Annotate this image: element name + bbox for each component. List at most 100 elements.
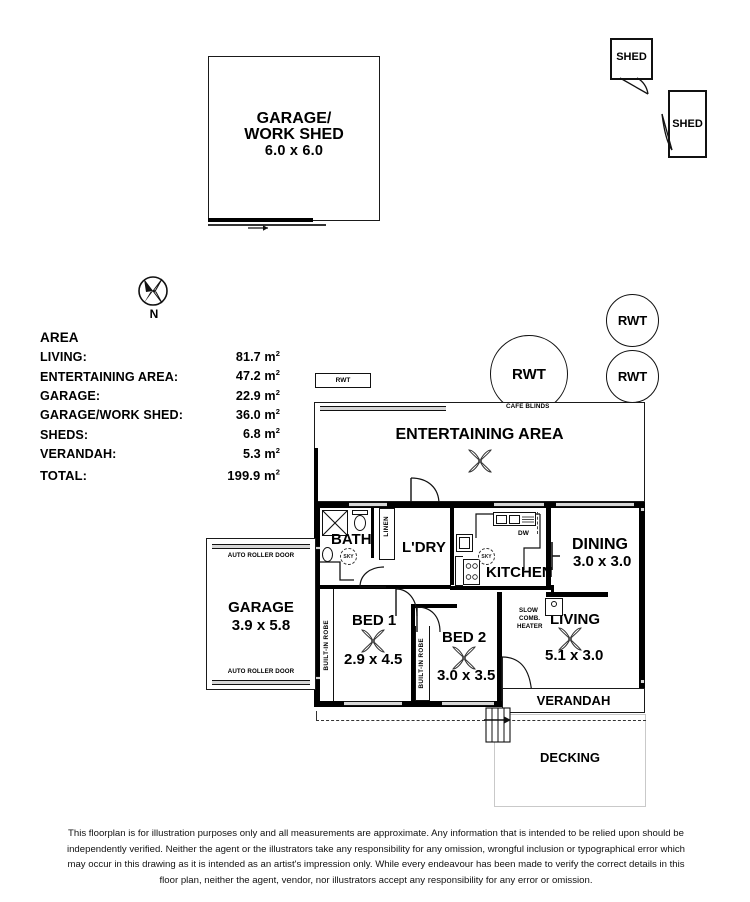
wall-kitchen-dining-divider [546, 508, 551, 590]
wall-kitchen-bottom [450, 586, 551, 590]
area-row: GARAGE/WORK SHED: 36.0 m2 [40, 406, 280, 425]
compass-north-label: N [149, 307, 159, 321]
area-row: VERANDAH: 5.3 m2 [40, 445, 280, 464]
rwt-tank-large: RWT [490, 335, 568, 413]
area-row: LIVING: 81.7 m2 [40, 348, 280, 367]
laundry-trough-inner [459, 537, 470, 549]
area-row: SHEDS: 6.8 m2 [40, 425, 280, 444]
area-row-label: GARAGE/WORK SHED: [40, 408, 184, 423]
area-row-label: ENTERTAINING AREA: [40, 369, 179, 384]
shed-right-label: SHED [672, 118, 703, 130]
garage-outline [206, 538, 316, 690]
wall-kitchen-left [450, 508, 454, 585]
house-wall-top [314, 502, 645, 508]
workshed-dimensions: 6.0 x 6.0 [264, 143, 324, 159]
linen-closet-box [379, 508, 395, 560]
shed-top-door-swing-icon [619, 77, 649, 95]
wall-living-stub-top [551, 585, 554, 597]
wall-living-left [497, 592, 502, 702]
bed1-ceiling-fan-icon [361, 629, 385, 653]
area-row-value: 22.9 m2 [235, 387, 280, 403]
shed-top-outline [610, 38, 653, 80]
wall-dining-living-divider [546, 592, 608, 597]
bath-vanity-counter [320, 561, 354, 581]
area-row: ENTERTAINING AREA: 47.2 m2 [40, 367, 280, 386]
wall-ldry-bottom [397, 585, 451, 588]
living-dimensions: 5.1 x 3.0 [545, 647, 604, 664]
window-bath-top [349, 502, 387, 507]
area-row-label: GARAGE: [40, 388, 101, 403]
dining-opening-stub [551, 542, 560, 570]
workshed-door-line [208, 224, 326, 226]
rwt-tank-bottom-right: RWT [606, 350, 659, 403]
entertaining-ceiling-fan-icon [468, 449, 492, 473]
boundary-dashed-line [316, 720, 646, 721]
workshed-name-line2: WORK SHED [244, 126, 344, 143]
wall-bed2-top [411, 604, 457, 608]
kitchen-stove-burners-icon [465, 563, 478, 580]
entertaining-left-wall [314, 448, 318, 502]
garage-dimensions: 3.9 x 5.8 [231, 617, 291, 634]
area-row-total: TOTAL: 199.9 m2 [40, 466, 280, 486]
kitchen-dishwasher-label: DW [518, 530, 530, 537]
area-total-value: 199.9 m2 [227, 467, 280, 483]
bath-skylight-label: SKY [343, 553, 354, 560]
verandah-name: VERANDAH [536, 693, 611, 708]
entertaining-door-arc-icon [410, 477, 440, 505]
rwt-tank-top-right: RWT [606, 294, 659, 347]
bath-toilet-cistern [352, 510, 368, 515]
area-row-value: 5.3 m2 [242, 445, 280, 461]
window-living-right [640, 680, 645, 683]
house-wall-left [314, 502, 320, 707]
bath-shower-x-icon [322, 510, 348, 536]
shed-right-door-swing-icon [661, 113, 673, 151]
bed2-ceiling-fan-icon [452, 646, 476, 670]
house-wall-right [639, 502, 645, 688]
bed1-robe-label: BUILT-IN ROBE [323, 620, 330, 671]
area-row-value: 36.0 m2 [235, 406, 280, 423]
living-heater-flue [551, 601, 557, 607]
kitchen-sink-bowl-2 [509, 515, 520, 524]
kitchen-name: KITCHEN [486, 564, 553, 581]
kitchen-sink-bowl-1 [496, 515, 507, 524]
kitchen-skylight-icon: SKY [478, 548, 495, 565]
laundry-name: L'DRY [402, 539, 446, 556]
living-ceiling-fan-icon [558, 627, 582, 651]
workshed-name-line1: GARAGE/ [256, 110, 332, 127]
garage-name: GARAGE [228, 599, 294, 616]
window-bed2-bottom [442, 701, 494, 706]
shed-right-outline [668, 90, 707, 158]
area-row-label: VERANDAH: [40, 446, 117, 461]
area-row-value: 81.7 m2 [235, 349, 280, 365]
compass-rose-icon [138, 276, 168, 306]
bed2-robe-label: BUILT-IN ROBE [418, 638, 425, 689]
cafe-blinds-label: CAFE BLINDS [506, 403, 550, 410]
bed2-door-arc-icon [416, 606, 441, 633]
rwt-tank-rect: RWT [315, 373, 371, 388]
bed2-built-in-robe [415, 626, 430, 701]
entertaining-area-name: ENTERTAINING AREA [395, 426, 564, 443]
bath-toilet-bowl [354, 515, 366, 531]
workshed-door [208, 218, 313, 222]
area-summary-table: AREA LIVING: 81.7 m2 ENTERTAINING AREA: … [40, 330, 280, 486]
bath-door-arc-icon [359, 566, 386, 588]
dining-name: DINING [572, 536, 628, 553]
workshed-outline [208, 56, 380, 221]
verandah-outline [502, 688, 645, 713]
kitchen-stove [463, 559, 480, 585]
linen-closet-label: LINEN [383, 516, 390, 537]
decking-outline [494, 714, 646, 807]
area-row: GARAGE: 22.9 m2 [40, 387, 280, 406]
dining-dimensions: 3.0 x 3.0 [573, 553, 632, 570]
bed1-name: BED 1 [352, 612, 397, 629]
rwt-tank-top-right-label: RWT [617, 313, 648, 328]
area-row-value: 6.8 m2 [242, 426, 280, 442]
entertaining-area-outline [314, 402, 645, 502]
wall-bath-right [371, 508, 374, 558]
area-row-value: 47.2 m2 [235, 368, 280, 384]
area-row-label: LIVING: [40, 350, 87, 365]
living-slow-comb-heater [545, 598, 563, 616]
workshed-door-arrow-icon [248, 225, 268, 231]
area-row-label: SHEDS: [40, 427, 89, 442]
kitchen-drainer-icon [522, 516, 534, 523]
